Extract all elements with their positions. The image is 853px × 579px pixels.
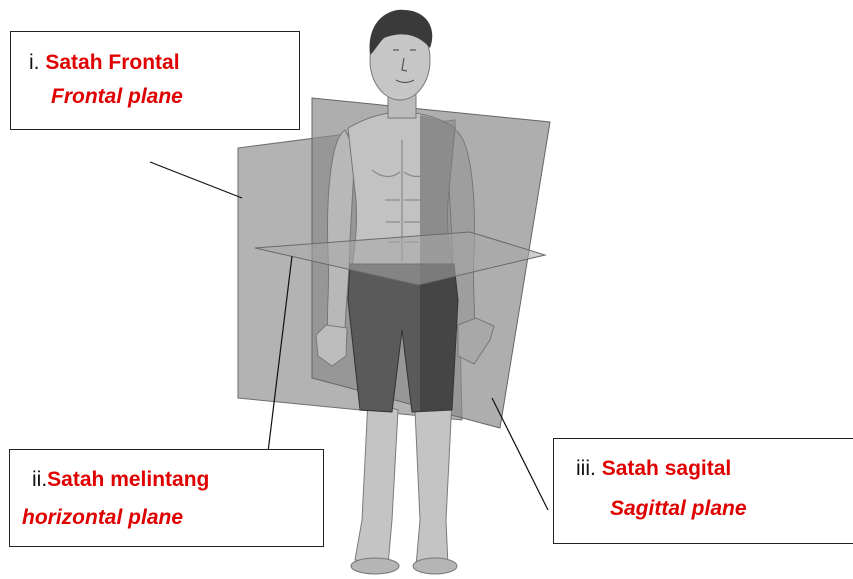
horizontal-plane-label-box: ii.Satah melintang horizontal plane: [9, 449, 324, 547]
horizontal-label-malay: Satah melintang: [47, 468, 209, 491]
shorts-shaded-half: [420, 264, 458, 412]
sagittal-plane-label-box: iii. Satah sagital Sagittal plane: [553, 438, 853, 544]
frontal-label-malay: Satah Frontal: [45, 51, 179, 74]
frontal-plane-label-box: i. Satah Frontal Frontal plane: [10, 31, 300, 130]
left-foot: [351, 558, 399, 574]
sagittal-label-english: Sagittal plane: [610, 497, 747, 521]
horizontal-label-english: horizontal plane: [22, 506, 183, 530]
sagittal-label-number: iii.: [576, 457, 596, 480]
legs: [355, 400, 452, 566]
frontal-label-english: Frontal plane: [51, 85, 183, 109]
right-foot: [413, 558, 457, 574]
sagittal-label-malay: Satah sagital: [602, 457, 732, 480]
frontal-leader-line: [150, 162, 242, 198]
horizontal-label-number: ii.: [32, 468, 47, 491]
sagittal-leader-line: [492, 398, 548, 510]
frontal-label-number: i.: [29, 51, 40, 74]
